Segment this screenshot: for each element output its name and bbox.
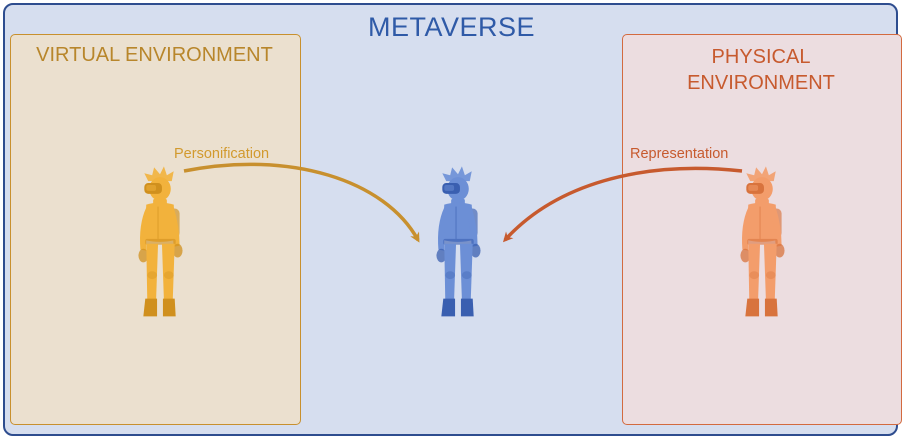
virtual-environment-title: VIRTUAL ENVIRONMENT xyxy=(36,44,273,66)
representation-label: Representation xyxy=(630,146,729,162)
representation-arrow xyxy=(502,166,743,243)
personification-label: Personification xyxy=(174,146,270,162)
physical-environment-title: PHYSICAL ENVIRONMENT xyxy=(687,46,835,94)
metaverse-avatar-figure xyxy=(436,166,481,317)
physical-avatar-figure xyxy=(740,166,785,317)
virtual-avatar-figure xyxy=(138,166,183,317)
personification-arrow xyxy=(183,162,420,243)
metaverse-title: METAVERSE xyxy=(367,12,536,42)
